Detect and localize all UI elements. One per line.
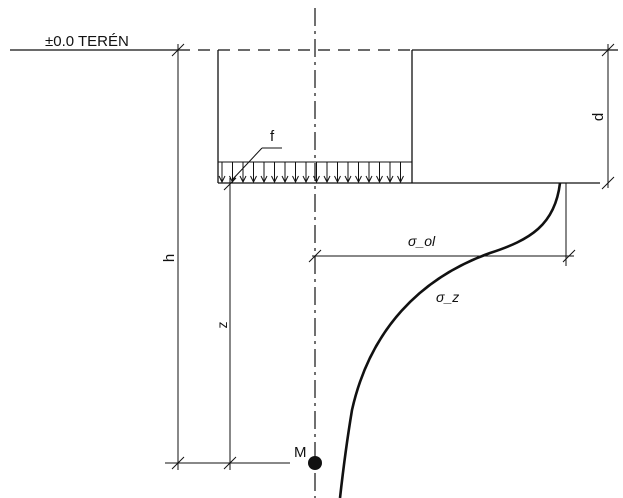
load-arrow	[281, 162, 289, 184]
dim-sigma-ol-tick-right	[562, 249, 576, 263]
load-arrow	[397, 162, 404, 184]
dim-sigma-ol-tick-left	[308, 249, 322, 263]
point-m-marker	[308, 456, 322, 470]
load-arrow	[260, 162, 268, 184]
sigma-z-label: σ_z	[436, 289, 459, 305]
load-arrow	[302, 162, 310, 184]
dim-d-label: d	[590, 113, 607, 121]
stress-curve	[338, 182, 562, 498]
load-arrow	[344, 162, 352, 184]
dim-z-label: z	[214, 322, 230, 329]
load-arrow	[365, 162, 373, 184]
load-arrows	[218, 162, 404, 184]
load-arrow	[239, 162, 247, 184]
load-arrow	[323, 162, 331, 184]
load-arrow	[376, 162, 383, 184]
load-leader	[231, 147, 263, 181]
load-arrow	[386, 162, 394, 184]
dim-d-tick-top	[601, 43, 615, 57]
dim-h-label: h	[161, 254, 178, 262]
load-arrow	[292, 162, 299, 184]
load-arrow	[271, 162, 278, 184]
load-arrow	[250, 162, 257, 184]
load-arrow	[355, 162, 362, 184]
terrain-label: ±0.0 TERÉN	[45, 33, 129, 50]
load-arrow	[218, 162, 226, 184]
dim-h-tick-top	[171, 43, 185, 57]
load-arrow	[334, 162, 341, 184]
dim-d-tick-bottom	[601, 176, 615, 190]
load-label: f	[270, 128, 275, 145]
sigma-ol-label: σ_ol	[408, 233, 436, 249]
dim-z-tick-top	[223, 177, 237, 191]
point-m-label: M	[294, 444, 307, 461]
